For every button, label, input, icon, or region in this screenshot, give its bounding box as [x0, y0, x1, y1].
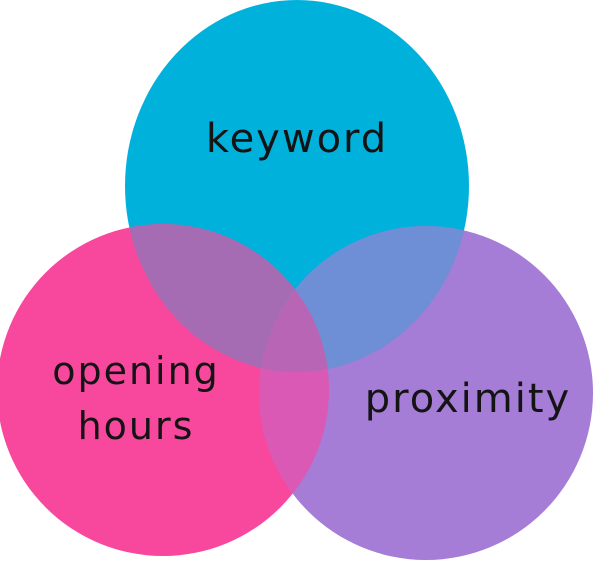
overlap-keyword-proximity: [259, 226, 469, 372]
label-opening-hours: opening hours: [52, 348, 220, 448]
label-keyword: keyword: [205, 116, 389, 162]
label-proximity: proximity: [364, 376, 572, 422]
overlap-keyword-opening-hours: [125, 224, 329, 372]
